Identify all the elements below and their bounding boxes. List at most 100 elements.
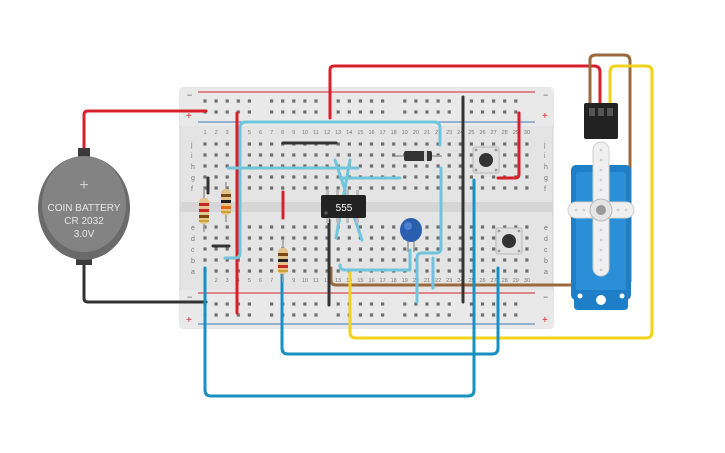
breadboard-hole bbox=[336, 186, 340, 190]
breadboard-hole bbox=[303, 236, 307, 240]
row-letter-left: d bbox=[191, 236, 195, 243]
column-number-top: 12 bbox=[324, 130, 330, 136]
breadboard-hole bbox=[369, 110, 374, 114]
breadboard-hole bbox=[392, 225, 396, 229]
breadboard-hole bbox=[503, 164, 507, 168]
breadboard-hole bbox=[392, 247, 396, 251]
breadboard-hole bbox=[381, 110, 385, 114]
breadboard-hole bbox=[447, 225, 451, 229]
breadboard-hole bbox=[281, 99, 285, 103]
breadboard-hole bbox=[503, 153, 507, 157]
breadboard-hole bbox=[403, 110, 407, 114]
breadboard-hole bbox=[447, 236, 451, 240]
breadboard-hole bbox=[369, 164, 374, 168]
column-number-top: 24 bbox=[457, 130, 463, 136]
breadboard-hole bbox=[447, 269, 451, 273]
breadboard-hole bbox=[503, 258, 507, 262]
breadboard-hole bbox=[247, 186, 251, 190]
breadboard-hole bbox=[525, 225, 529, 229]
breadboard-hole bbox=[403, 247, 407, 251]
breadboard-hole bbox=[214, 186, 218, 190]
breadboard-hole bbox=[480, 110, 485, 114]
column-number-top: 19 bbox=[402, 130, 408, 136]
breadboard-hole bbox=[214, 164, 218, 168]
rail-minus-top-left: − bbox=[187, 90, 192, 100]
breadboard-hole bbox=[492, 258, 496, 262]
breadboard-hole bbox=[369, 302, 374, 306]
breadboard-hole bbox=[381, 99, 385, 103]
breadboard-hole bbox=[480, 313, 485, 317]
column-number-bottom: 6 bbox=[259, 278, 262, 284]
breadboard-hole bbox=[458, 225, 462, 229]
breadboard-hole bbox=[292, 153, 296, 157]
breadboard-hole bbox=[247, 99, 251, 103]
capacitor-icon bbox=[400, 218, 422, 252]
breadboard-hole bbox=[258, 269, 263, 273]
breadboard-hole bbox=[492, 175, 496, 179]
breadboard-hole bbox=[358, 225, 362, 229]
breadboard-hole bbox=[270, 99, 274, 103]
column-number-top: 9 bbox=[292, 130, 295, 136]
column-number-bottom: 7 bbox=[270, 278, 273, 284]
column-number-top: 20 bbox=[413, 130, 419, 136]
column-number-top: 23 bbox=[446, 130, 452, 136]
breadboard-hole bbox=[403, 313, 407, 317]
breadboard-hole bbox=[258, 175, 263, 179]
breadboard-hole bbox=[247, 225, 251, 229]
breadboard-hole bbox=[503, 142, 507, 146]
breadboard-hole bbox=[469, 258, 473, 262]
breadboard-hole bbox=[458, 175, 462, 179]
breadboard-hole bbox=[492, 99, 496, 103]
breadboard-hole bbox=[303, 258, 307, 262]
breadboard-hole bbox=[525, 175, 529, 179]
breadboard-hole bbox=[503, 302, 507, 306]
column-number-bottom: 27 bbox=[491, 278, 497, 284]
breadboard-hole bbox=[436, 186, 440, 190]
breadboard-hole bbox=[436, 247, 440, 251]
breadboard-hole bbox=[258, 236, 263, 240]
breadboard-hole bbox=[525, 247, 529, 251]
breadboard-bottom-rail bbox=[180, 290, 553, 328]
breadboard-hole bbox=[314, 110, 318, 114]
breadboard-hole bbox=[480, 302, 485, 306]
row-letter-right: b bbox=[544, 258, 548, 265]
breadboard-hole bbox=[258, 186, 263, 190]
wire-lightblue-1 bbox=[223, 120, 442, 260]
breadboard-hole bbox=[447, 99, 451, 103]
breadboard-hole bbox=[214, 269, 218, 273]
breadboard-hole bbox=[247, 142, 251, 146]
column-number-top: 3 bbox=[226, 130, 229, 136]
breadboard-hole bbox=[314, 247, 318, 251]
pushbutton-icon bbox=[495, 227, 523, 255]
breadboard-hole bbox=[281, 164, 285, 168]
breadboard-hole bbox=[392, 153, 396, 157]
wire-lightblue-6 bbox=[338, 248, 412, 272]
breadboard-hole bbox=[314, 302, 318, 306]
diode-icon bbox=[395, 151, 442, 161]
breadboard-hole bbox=[314, 269, 318, 273]
column-number-bottom: 24 bbox=[457, 278, 463, 284]
breadboard-hole bbox=[358, 110, 362, 114]
breadboard-hole bbox=[414, 186, 418, 190]
column-number-bottom: 29 bbox=[513, 278, 519, 284]
row-letter-right: d bbox=[544, 236, 548, 243]
breadboard-hole bbox=[336, 247, 340, 251]
breadboard-hole bbox=[403, 302, 407, 306]
breadboard-hole bbox=[392, 236, 396, 240]
breadboard-hole bbox=[514, 258, 518, 262]
breadboard-hole bbox=[314, 175, 318, 179]
rail-plus-bottom-right: + bbox=[542, 315, 548, 326]
breadboard-hole bbox=[469, 302, 473, 306]
breadboard-hole bbox=[336, 269, 340, 273]
wire-black-battery-minus bbox=[82, 258, 208, 304]
breadboard-hole bbox=[525, 236, 529, 240]
breadboard-hole bbox=[347, 99, 351, 103]
breadboard-hole bbox=[325, 164, 329, 168]
breadboard-hole bbox=[469, 236, 473, 240]
column-number-bottom: 3 bbox=[226, 278, 229, 284]
breadboard-hole bbox=[447, 302, 451, 306]
breadboard-hole bbox=[525, 269, 529, 273]
column-number-bottom: 9 bbox=[292, 278, 295, 284]
battery-label-line1: COIN BATTERY bbox=[48, 203, 121, 214]
breadboard-hole bbox=[236, 99, 240, 103]
